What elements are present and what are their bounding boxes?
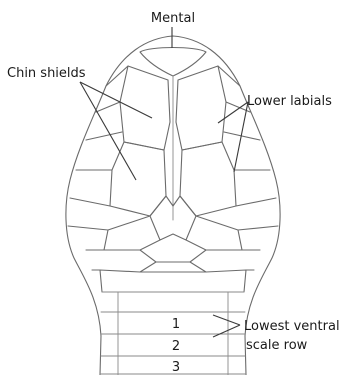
mental-label: Mental bbox=[151, 11, 195, 26]
posterior-chin-shield-right bbox=[180, 142, 236, 216]
lower-labials-right bbox=[218, 66, 278, 230]
lowest-ventral-label-line2: scale row bbox=[246, 338, 308, 353]
lowest-ventral-leader-lower bbox=[213, 325, 240, 337]
anterior-chin-shield-right bbox=[176, 66, 226, 150]
anterior-chin-shield-left bbox=[120, 66, 170, 150]
posterior-chin-shield-left bbox=[110, 142, 166, 216]
row-number-2: 2 bbox=[172, 339, 180, 354]
row-number-1: 1 bbox=[172, 317, 180, 332]
lowest-ventral-leader-upper bbox=[213, 315, 240, 325]
lowest-ventral-label-line1: Lowest ventral bbox=[244, 319, 340, 334]
row-number-3: 3 bbox=[172, 360, 180, 375]
chin-shields-label: Chin shields bbox=[7, 66, 86, 81]
chin-shields-leader-lower bbox=[80, 82, 136, 180]
lower-labials-label: Lower labials bbox=[247, 94, 332, 109]
mental-scale bbox=[140, 48, 206, 77]
